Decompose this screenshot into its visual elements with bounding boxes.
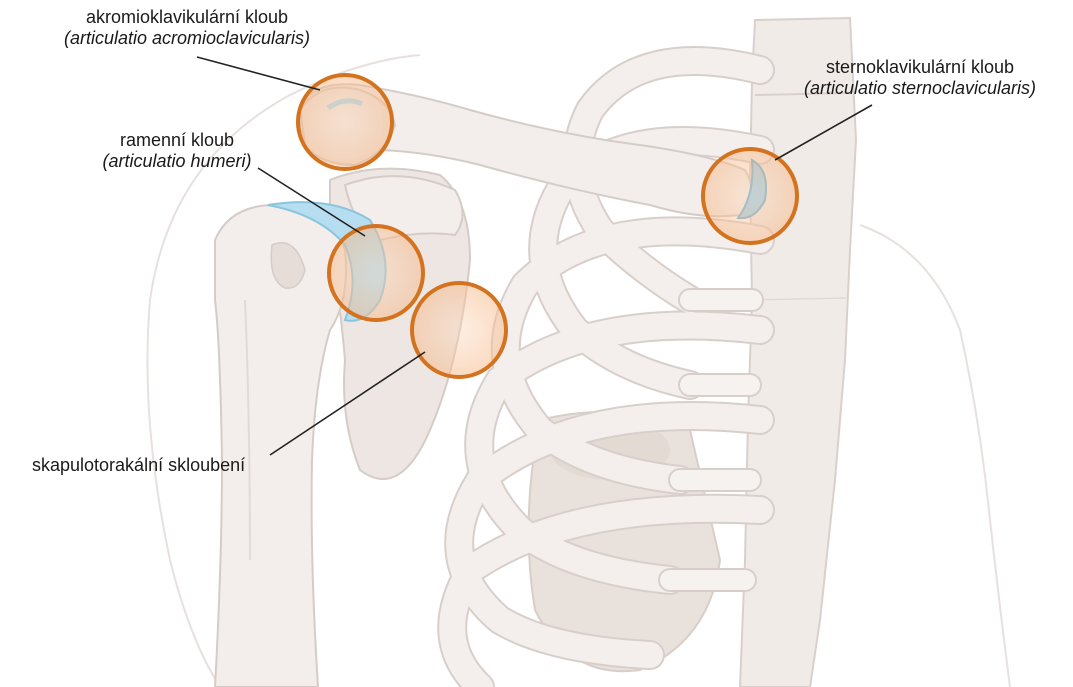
- label-acromioclavicular: akromioklavikulární kloub (articulatio a…: [12, 7, 362, 49]
- label-sternoclavicular-czech: sternoklavikulární kloub: [770, 57, 1070, 78]
- label-scapulothoracic: skapulotorakální skloubení: [32, 455, 245, 476]
- highlight-sternoclavicular: [703, 149, 797, 243]
- label-glenohumeral-czech: ramenní kloub: [62, 130, 292, 151]
- highlight-glenohumeral: [329, 226, 423, 320]
- label-sternoclavicular-latin: (articulatio sternoclavicularis): [770, 78, 1070, 99]
- humerus: [215, 205, 346, 687]
- label-sternoclavicular: sternoklavikulární kloub (articulatio st…: [770, 57, 1070, 99]
- label-acromioclavicular-latin: (articulatio acromioclavicularis): [12, 28, 362, 49]
- highlight-scapulothoracic: [412, 283, 506, 377]
- label-acromioclavicular-czech: akromioklavikulární kloub: [12, 7, 362, 28]
- leader-line-acromioclavicular: [197, 57, 320, 90]
- label-scapulothoracic-czech: skapulotorakální skloubení: [32, 455, 245, 476]
- label-glenohumeral-latin: (articulatio humeri): [62, 151, 292, 172]
- label-glenohumeral: ramenní kloub (articulatio humeri): [62, 130, 292, 172]
- highlight-acromioclavicular: [298, 75, 392, 169]
- sternum: [740, 18, 856, 687]
